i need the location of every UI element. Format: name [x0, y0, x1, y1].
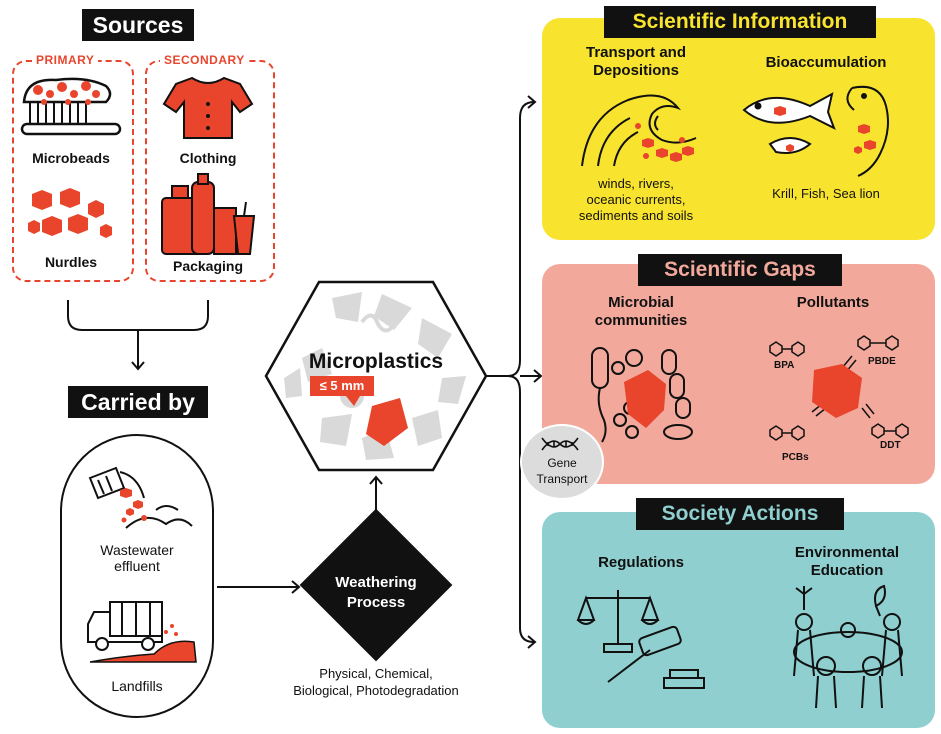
scales-gavel-icon [576, 590, 705, 689]
wastewater-label-2: effluent [114, 558, 160, 574]
sources-title: Sources [82, 9, 194, 41]
gene-transport-bubble [520, 424, 604, 500]
carried-by-capsule [60, 434, 214, 718]
garbage-truck-landfill-icon [87, 601, 197, 663]
weathering-title-1: Weathering [335, 574, 417, 591]
weathering-title-2: Process [346, 594, 406, 611]
microplastics-title: Microplastics [308, 350, 444, 373]
microbial-title-2: communities [594, 312, 688, 329]
packaging-label: Packaging [172, 258, 244, 274]
microplastics-size-badge: ≤ 5 mm [310, 376, 374, 396]
environmental-education-title-2: Education [810, 562, 884, 579]
microbial-title-1: Microbial [608, 294, 674, 311]
pollutant-pbde: PBDE [868, 356, 896, 367]
bioaccumulation-desc: Krill, Fish, Sea lion [772, 186, 880, 201]
weathering-desc-2: Biological, Photodegradation [293, 683, 459, 698]
primary-label: PRIMARY [32, 53, 99, 67]
scientific-information-title: Scientific Information [604, 6, 876, 38]
pollutants-title: Pollutants [796, 294, 870, 311]
nurdles-icon [28, 188, 112, 238]
carried-by-title: Carried by [68, 386, 208, 418]
transport-title-2: Depositions [593, 62, 679, 79]
pollutant-pcbs: PCBs [782, 452, 809, 463]
transport-desc-3: sediments and soils [578, 208, 694, 223]
secondary-label: SECONDARY [160, 53, 249, 67]
regulations-title: Regulations [598, 554, 684, 571]
fish-krill-sealion-icon [742, 85, 889, 177]
size-badge-tail [346, 396, 360, 406]
pollutant-bpa: BPA [774, 360, 795, 371]
society-actions-panel [542, 512, 935, 728]
weathering-desc-1: Physical, Chemical, [319, 666, 433, 681]
scientific-gaps-title: Scientific Gaps [638, 254, 842, 286]
transport-title-1: Transport and [585, 44, 686, 61]
clothing-label: Clothing [179, 150, 237, 166]
pollutant-ddt: DDT [880, 440, 901, 451]
clothing-icon [162, 76, 254, 139]
landfills-label: Landfills [111, 678, 163, 694]
transport-desc-2: oceanic currents, [586, 192, 686, 207]
environmental-education-title-1: Environmental [794, 544, 900, 561]
children-circle-icon [793, 584, 903, 709]
pollutants-diagram-icon [769, 335, 909, 441]
wastewater-pipe-icon [88, 466, 193, 529]
microbes-icon [591, 347, 693, 443]
society-actions-title: Society Actions [636, 498, 844, 530]
dna-icon [541, 437, 579, 451]
transport-desc-1: winds, rivers, [598, 176, 674, 191]
microplastics-hexagon [264, 280, 488, 472]
bioaccumulation-title: Bioaccumulation [765, 54, 887, 71]
microbeads-label: Microbeads [32, 150, 110, 166]
wastewater-label-1: Wastewater [100, 542, 174, 558]
gene-label-2: Transport [536, 472, 588, 486]
gene-label-1: Gene [547, 456, 577, 470]
packaging-icon [161, 173, 256, 255]
nurdles-label: Nurdles [44, 254, 98, 270]
wave-icon [581, 94, 697, 167]
toothbrush-microbeads-icon [20, 77, 122, 136]
